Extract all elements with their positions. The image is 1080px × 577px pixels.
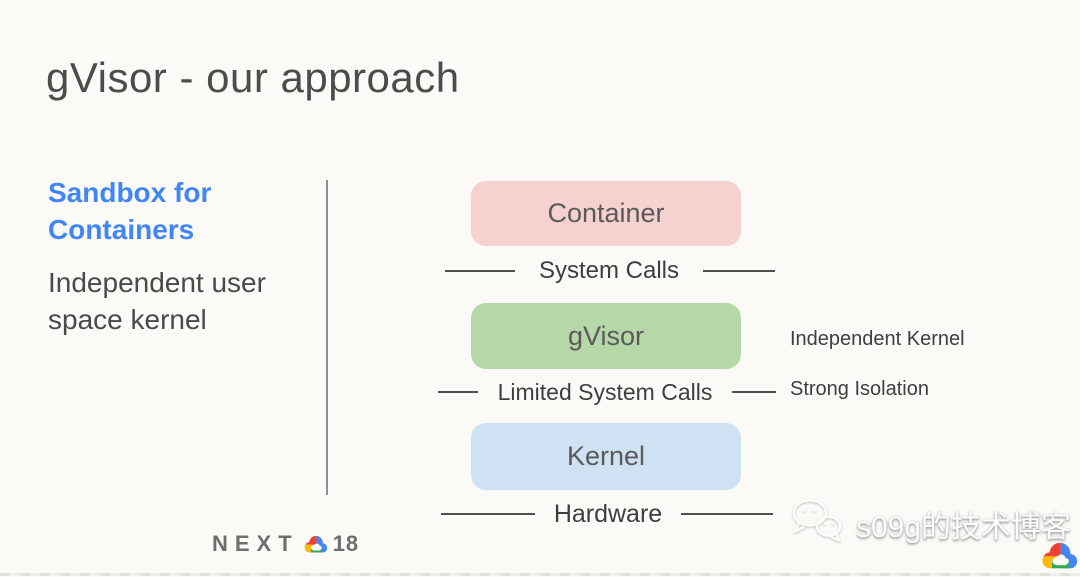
sidebar-heading-line1: Sandbox for — [48, 177, 212, 208]
connector-limited-system-calls: Limited System Calls — [438, 379, 776, 405]
layer-box-kernel: Kernel — [471, 423, 741, 490]
watermark: s09g的技术博客 — [788, 496, 1071, 551]
watermark-text: s09g的技术博客 — [856, 510, 1072, 544]
connector-line-left — [441, 513, 535, 515]
connector-line-left — [445, 270, 515, 272]
wechat-icon — [788, 496, 846, 551]
connector-line-right — [681, 513, 773, 515]
layer-box-container: Container — [471, 181, 741, 246]
connector-hardware: Hardware — [441, 499, 773, 528]
next-logo-year: 18 — [332, 531, 360, 556]
connector-label: System Calls — [538, 257, 680, 284]
connector-line-right — [731, 391, 776, 393]
bottom-edge-artifact — [0, 573, 1080, 576]
sidebar-body-line2: space kernel — [48, 304, 207, 335]
connector-system-calls: System Calls — [445, 257, 775, 284]
sidebar-body: Independent user space kernel — [48, 264, 266, 338]
sidebar-heading-line2: Containers — [48, 214, 195, 245]
connector-label: Hardware — [553, 499, 663, 528]
layer-label-gvisor: gVisor — [567, 320, 645, 351]
annotation-independent-kernel: Independent Kernel — [790, 328, 965, 350]
connector-line-left — [438, 391, 478, 393]
layer-label-kernel: Kernel — [566, 441, 646, 471]
next18-logo: NEXT — [212, 531, 359, 557]
layer-label-container: Container — [547, 198, 665, 228]
sidebar-heading: Sandbox for Containers — [48, 174, 211, 248]
vertical-divider — [326, 180, 328, 495]
sidebar-body-line1: Independent user — [48, 267, 266, 298]
connector-label: Limited System Calls — [497, 378, 713, 405]
layer-box-gvisor: gVisor — [471, 303, 741, 369]
connector-line-right — [703, 270, 775, 272]
next-logo-text: NEXT — [212, 531, 299, 556]
google-cloud-logo-icon — [1040, 540, 1080, 572]
annotation-strong-isolation: Strong Isolation — [790, 378, 929, 400]
slide-title: gVisor - our approach — [46, 54, 460, 101]
google-cloud-logo-icon — [303, 534, 329, 555]
